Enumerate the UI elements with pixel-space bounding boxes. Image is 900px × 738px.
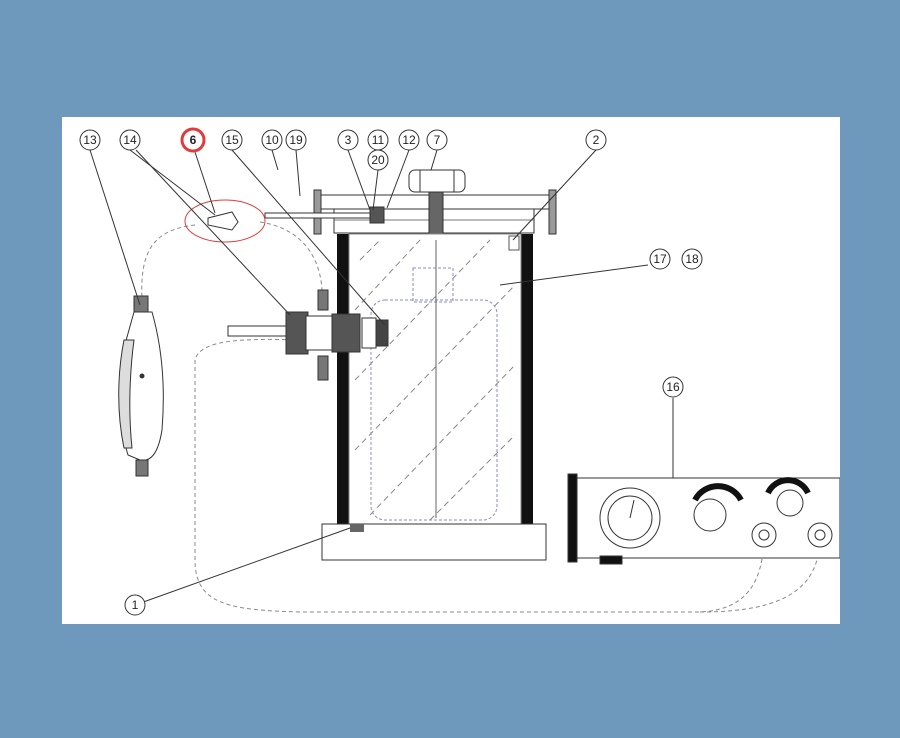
callout-20: 20 [367, 149, 389, 171]
callout-12: 12 [398, 129, 420, 151]
tank-wall-left [337, 234, 349, 524]
svg-text:7: 7 [434, 133, 441, 147]
outlet-port-left-inner [758, 529, 770, 541]
valve-top-port [317, 289, 329, 311]
regulator-knob-left [693, 498, 727, 532]
outlet-port-right-inner [814, 529, 826, 541]
knob-cap [408, 169, 466, 193]
tank-wall-right [521, 234, 533, 524]
callout-13: 13 [79, 129, 101, 151]
gun-trigger [118, 339, 135, 449]
tank [337, 233, 533, 525]
callout-16: 16 [662, 376, 684, 398]
callout-11: 11 [367, 129, 389, 151]
parts-diagram-panel: 13 14 6 15 10 19 3 11 20 12 7 2 17 18 16… [62, 117, 840, 624]
hose-upper-left [141, 224, 196, 301]
valve-nut [285, 311, 309, 355]
svg-text:6: 6 [190, 133, 197, 147]
regulator-arc-left [692, 483, 744, 502]
parts-diagram: 13 14 6 15 10 19 3 11 20 12 7 2 17 18 16… [79, 127, 840, 616]
leader-lines [89, 149, 674, 606]
regulator-arc-right [765, 477, 811, 495]
svg-text:20: 20 [371, 153, 385, 167]
hose-lower [194, 338, 765, 613]
svg-text:2: 2 [593, 133, 600, 147]
valve-inlet-tube [227, 325, 289, 337]
pipe-body [264, 212, 374, 219]
svg-text:11: 11 [372, 133, 385, 147]
svg-text:15: 15 [225, 133, 239, 147]
gun-outlet [135, 459, 149, 477]
tank-vent [508, 235, 520, 251]
svg-text:16: 16 [666, 380, 680, 394]
valve-adapter [361, 317, 377, 349]
highlight-ellipse [184, 199, 266, 243]
gun-inlet [133, 295, 149, 315]
callout-19: 19 [285, 129, 307, 151]
callout-15: 15 [221, 129, 243, 151]
callouts: 13 14 6 15 10 19 3 11 20 12 7 2 17 18 16… [79, 127, 703, 616]
base-valve [350, 524, 364, 532]
valve-coupler [331, 313, 361, 353]
valve-manifold [227, 289, 389, 381]
svg-text:12: 12 [402, 133, 416, 147]
svg-text:14: 14 [123, 133, 137, 147]
inner-bottle-neck [412, 267, 454, 303]
callout-10: 10 [261, 129, 283, 151]
hose-upper-right [259, 221, 323, 291]
spray-gun [118, 295, 164, 477]
tank-glass [348, 233, 522, 525]
svg-text:13: 13 [83, 133, 97, 147]
valve-body [305, 315, 333, 351]
gun-pin [139, 373, 145, 379]
callout-17: 17 [649, 248, 671, 270]
regulator-knob-right [776, 489, 804, 517]
svg-text:1: 1 [132, 598, 139, 612]
callout-1: 1 [124, 594, 146, 616]
control-panel [567, 473, 840, 565]
pressure-knob [408, 169, 466, 243]
svg-text:19: 19 [289, 133, 303, 147]
tank-hatching [354, 239, 516, 521]
spray-pipe [184, 199, 385, 243]
svg-text:17: 17 [653, 252, 667, 266]
top-plate-clamp-right [548, 189, 557, 235]
top-plate-clamp-left [313, 189, 322, 235]
inner-bottle [370, 299, 498, 521]
valve-end [375, 319, 389, 347]
pipe-fitting [369, 206, 385, 224]
callout-14: 14 [119, 129, 141, 151]
callout-6: 6 [180, 127, 206, 153]
callout-3: 3 [337, 129, 359, 151]
svg-text:10: 10 [265, 133, 279, 147]
nozzle-part [207, 211, 239, 231]
callout-7: 7 [426, 129, 448, 151]
callout-2: 2 [585, 129, 607, 151]
control-panel-foot [599, 555, 623, 565]
callout-18: 18 [681, 248, 703, 270]
svg-text:3: 3 [345, 133, 352, 147]
control-panel-mount [567, 473, 578, 563]
valve-bottom-port [317, 355, 329, 381]
pressure-gauge-needle [629, 499, 635, 519]
svg-text:18: 18 [685, 252, 699, 266]
